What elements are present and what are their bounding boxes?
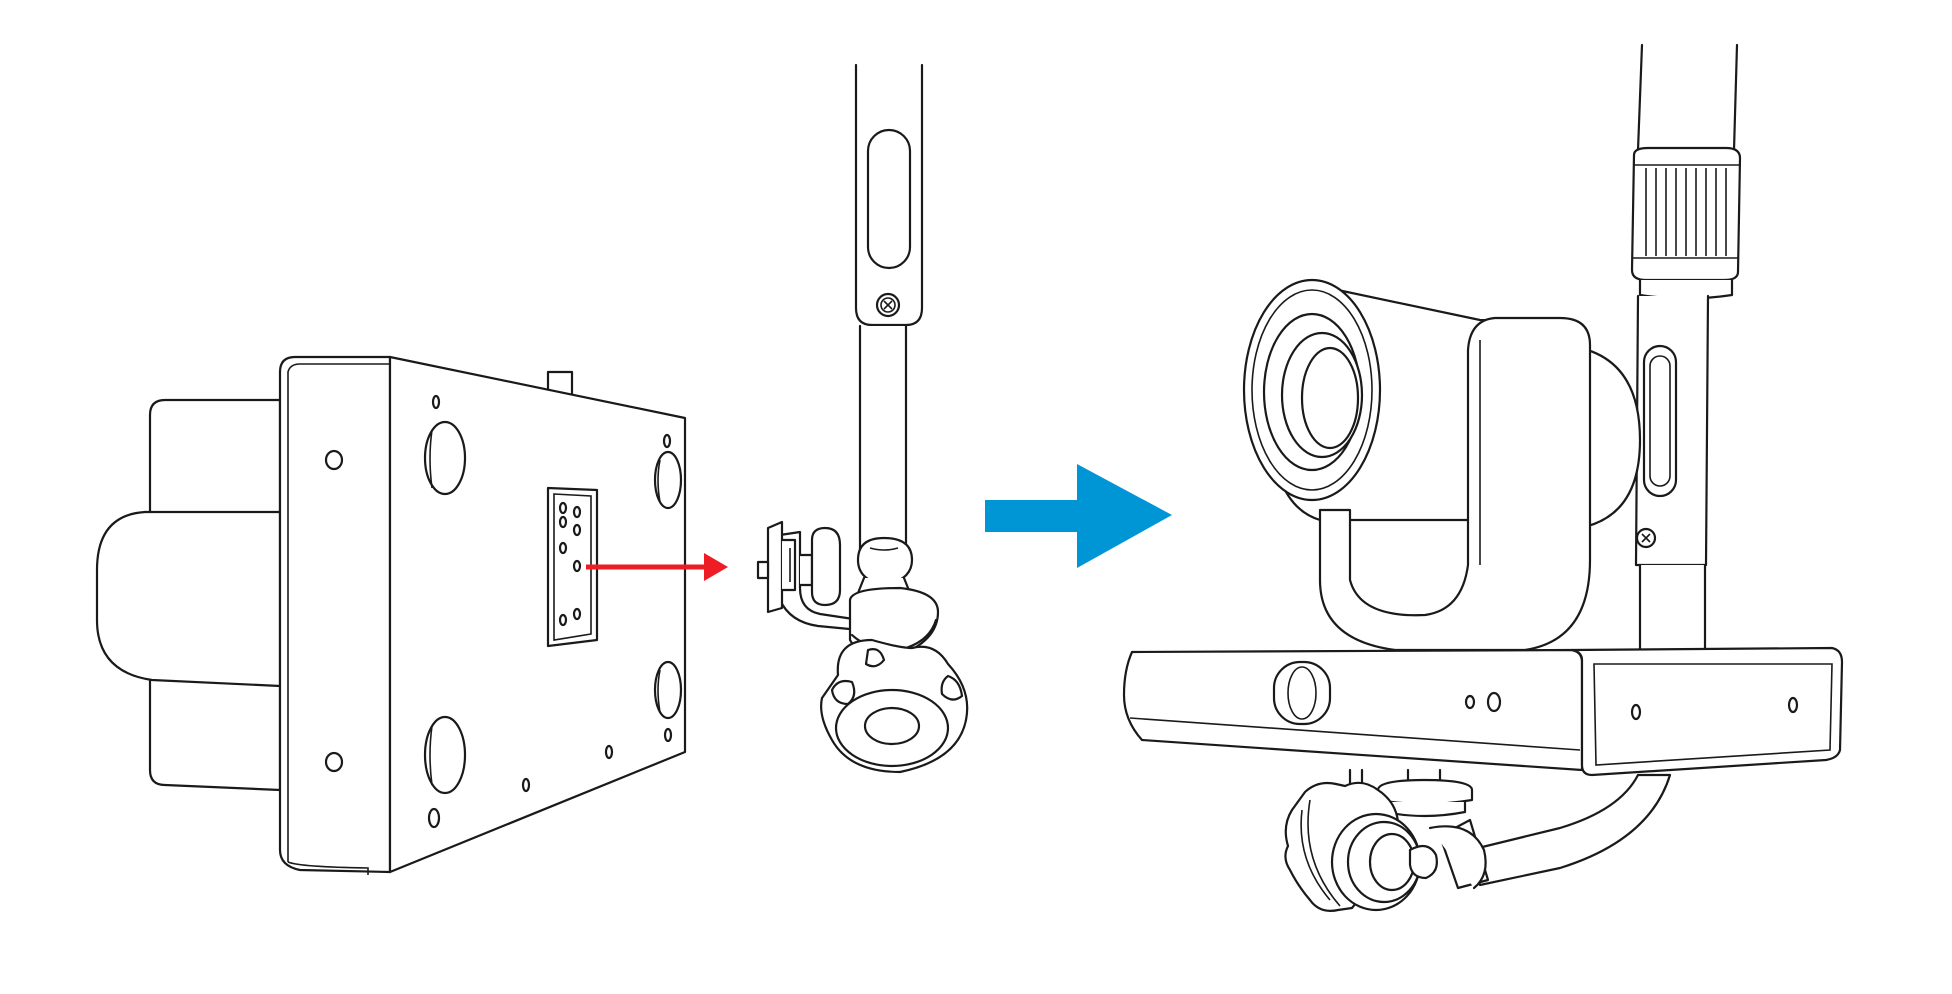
result-arrow [985, 464, 1172, 568]
base-led-window [1272, 660, 1332, 726]
mounting-plate-icon [546, 486, 599, 648]
base-foot [653, 450, 683, 510]
status-led [1464, 694, 1476, 710]
base-screw-hole [1787, 696, 1799, 714]
clamp-knob-icon [820, 638, 969, 774]
pole-slot [866, 128, 912, 270]
base-side-handle [95, 510, 282, 688]
pole-slot [1642, 344, 1678, 498]
base-screw-hole [1630, 703, 1642, 721]
status-led [1486, 691, 1502, 713]
attach-arrow [586, 553, 728, 581]
camera-yoke [1318, 316, 1592, 652]
ptz-camera-icon [1242, 278, 1642, 652]
base-side-panel [278, 355, 392, 874]
base-foot [653, 660, 683, 720]
assembled-pole-top [1636, 43, 1739, 152]
pole-collar [1630, 146, 1742, 300]
base-foot [423, 420, 467, 496]
assembled-knob-icon [1284, 781, 1438, 912]
camera-base-bar [1122, 646, 1844, 777]
base-screw-hole [324, 449, 344, 471]
assembled-mount-arm [1284, 768, 1672, 912]
screw-icon [1635, 527, 1657, 549]
screw-icon [875, 292, 901, 318]
clamp-plate [766, 520, 784, 614]
camera-base-underside [95, 355, 687, 875]
base-foot [423, 715, 467, 795]
pole-lower-tube [858, 324, 908, 552]
camera-lens-icon [1242, 278, 1382, 502]
pole-clamp-mount [756, 63, 969, 774]
assembled-camera-on-pole [1122, 43, 1844, 912]
base-screw-hole [324, 751, 344, 773]
